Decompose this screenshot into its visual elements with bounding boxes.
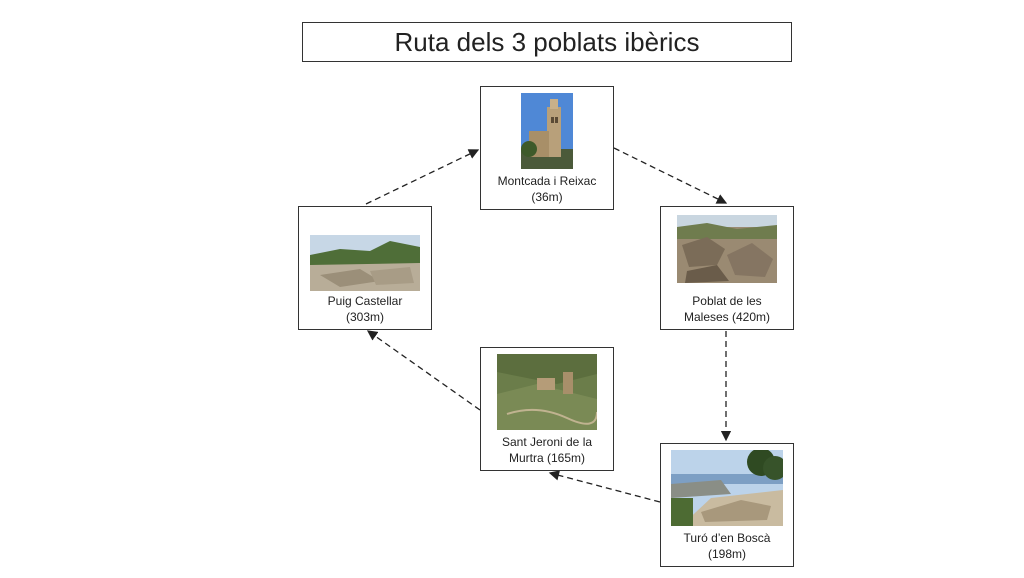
- node-maleses-name2: Maleses (420m): [683, 310, 771, 324]
- node-montcada-altitude: (36m): [531, 190, 563, 204]
- coastal-ruins-photo: [671, 450, 783, 526]
- node-maleses: Poblat de les Maleses (420m): [660, 206, 794, 330]
- node-sant-jeroni-name2: Murtra (165m): [508, 451, 585, 465]
- node-turo-name: Turó d’en Boscà: [683, 531, 771, 545]
- diagram-title: Ruta dels 3 poblats ibèrics: [302, 22, 792, 62]
- monastery-hillside-photo: [497, 354, 597, 430]
- node-turo: Turó d’en Boscà (198m): [660, 443, 794, 567]
- node-montcada: Montcada i Reixac (36m): [480, 86, 614, 210]
- node-puig: Puig Castellar (303m): [298, 206, 432, 330]
- edge-turo-sant-jeroni: [548, 470, 661, 503]
- edge-montcada-maleses: [613, 147, 728, 204]
- edge-sant-jeroni-puig: [366, 330, 481, 411]
- edge-puig-montcada: [365, 149, 480, 205]
- node-montcada-name: Montcada i Reixac: [497, 174, 597, 188]
- church-tower-photo: [521, 93, 573, 169]
- node-sant-jeroni-name: Sant Jeroni de la: [501, 435, 593, 449]
- node-puig-name: Puig Castellar: [327, 294, 403, 308]
- node-maleses-name: Poblat de les: [692, 294, 762, 308]
- rocky-ruins-photo: [677, 215, 777, 283]
- node-turo-altitude: (198m): [707, 547, 746, 561]
- hilltop-ruins-photo: [310, 235, 420, 291]
- node-puig-altitude: (303m): [345, 310, 384, 324]
- node-sant-jeroni: Sant Jeroni de la Murtra (165m): [480, 347, 614, 471]
